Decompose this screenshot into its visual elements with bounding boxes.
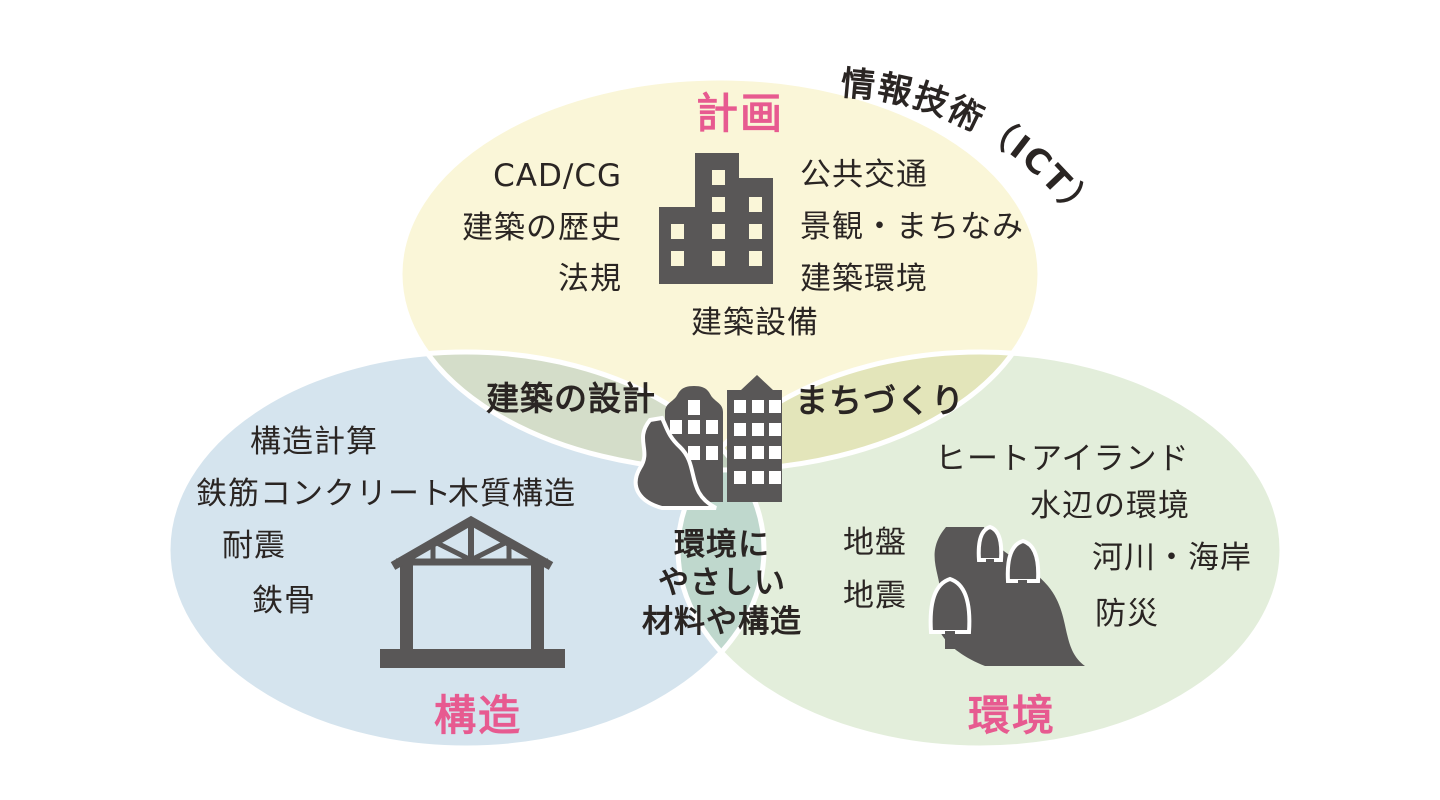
environment-item-heatisland: ヒートアイランド: [935, 441, 1190, 477]
plan-item-cadcg: CAD/CG: [493, 158, 622, 194]
plan-item-history: 建築の歴史: [462, 210, 622, 246]
environment-title: 環境: [967, 691, 1056, 740]
plan-item-transit: 公共交通: [800, 157, 928, 193]
overlap-label-design: 建築の設計: [486, 379, 656, 418]
tree-icon: [928, 524, 1041, 649]
environment-item-earthquake: 地震: [843, 578, 907, 614]
structure-item-rc: 鉄筋コンクリート: [196, 476, 452, 512]
environment-item-river-coast: 河川・海岸: [1092, 540, 1252, 576]
plan-item-equipment: 建築設備: [691, 305, 819, 341]
river-trees-icon: [928, 524, 1085, 666]
environment-item-ground: 地盤: [843, 525, 907, 561]
overlap-label-eco-line3: 材料や構造: [642, 604, 802, 640]
structure-title: 構造: [433, 691, 522, 740]
truss-frame-icon: [380, 515, 565, 668]
structure-item-calc: 構造計算: [250, 424, 378, 460]
plan-title: 計画: [695, 89, 784, 138]
overlap-label-eco-line1: 環境に: [674, 527, 770, 563]
plan-item-landscape: 景観・まちなみ: [800, 209, 1024, 245]
plan-item-environment: 建築環境: [800, 261, 928, 297]
environment-item-waterside: 水辺の環境: [1030, 488, 1190, 524]
environment-ellipse-border: [675, 349, 1285, 751]
office-building-icon: [659, 153, 773, 284]
environment-item-disaster: 防災: [1095, 596, 1159, 632]
overlap-plan-structure: [400, 352, 764, 470]
overlap-label-eco-line2: やさしい: [658, 565, 786, 601]
structure-item-seismic: 耐震: [222, 528, 286, 564]
plan-item-law: 法規: [558, 261, 622, 297]
structure-ellipse-border: [165, 349, 767, 751]
structure-item-steel: 鉄骨: [252, 583, 316, 619]
road-shape: [633, 415, 717, 510]
overlap-label-machizukuri: まちづくり: [795, 381, 965, 420]
river-shape: [934, 527, 1085, 666]
overlap-plan-environment: [678, 352, 1040, 470]
city-design-icon: [633, 375, 782, 510]
structure-item-wood: 木質構造: [448, 476, 576, 512]
